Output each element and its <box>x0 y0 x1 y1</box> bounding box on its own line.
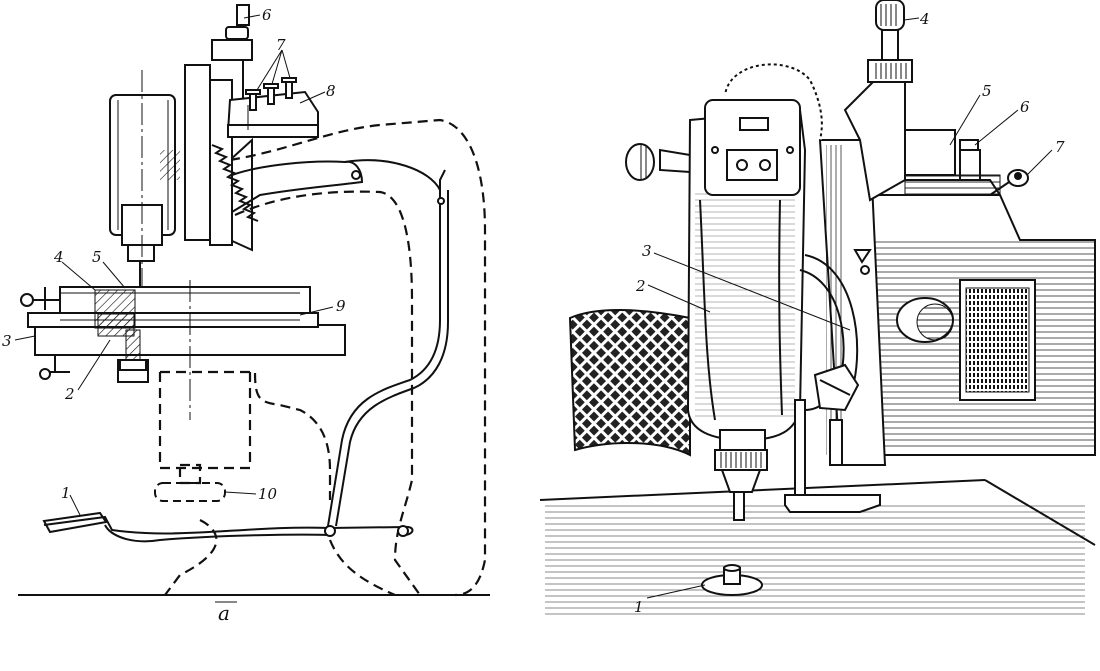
label-6: 6 <box>262 6 272 24</box>
label-7: 7 <box>276 36 286 54</box>
label-r6: 6 <box>1020 98 1030 116</box>
schematic-drawing: 1 2 3 4 5 6 7 8 9 10 a <box>2 4 490 625</box>
label-r4: 4 <box>919 10 930 28</box>
label-10: 10 <box>258 485 278 503</box>
figure-caption-a: a <box>218 601 230 625</box>
label-r2: 2 <box>635 277 646 295</box>
label-2: 2 <box>64 385 75 403</box>
perspective-drawing: 1 2 3 4 5 6 7 <box>539 0 1096 616</box>
label-r1: 1 <box>634 598 644 616</box>
label-r3: 3 <box>642 242 652 260</box>
label-8: 8 <box>326 82 336 100</box>
label-r7: 7 <box>1055 138 1065 156</box>
label-3: 3 <box>2 332 12 350</box>
label-4: 4 <box>53 248 64 266</box>
label-1: 1 <box>61 484 71 502</box>
label-5: 5 <box>92 248 102 266</box>
label-9: 9 <box>336 297 346 315</box>
label-r5: 5 <box>982 82 992 100</box>
